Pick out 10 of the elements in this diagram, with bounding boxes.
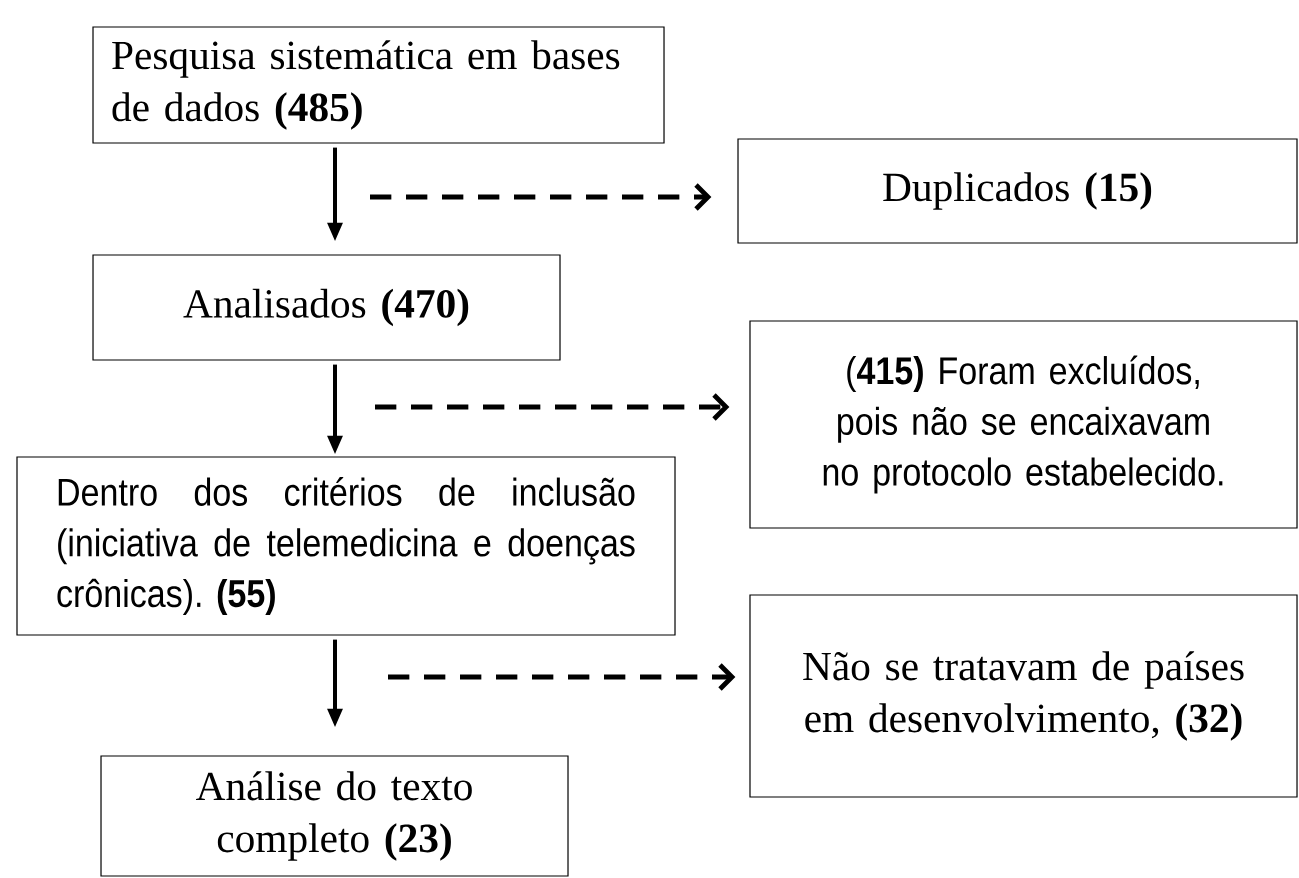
process-box: Duplicados (15) (737, 138, 1298, 244)
process-box: Dentro dos critérios de inclusão (iniciativa de telemedicina e doenças crônicas). (55) (16, 456, 676, 636)
arrow (375, 393, 730, 421)
process-box: Analisados (470) (92, 254, 561, 361)
arrow (388, 663, 736, 691)
process-box: (415) Foram excluídos, pois não se encaixavam no protocolo estabelecido. (749, 320, 1298, 529)
process-box: Não se tratavam de países em desenvolvimento, (32) (749, 594, 1298, 798)
process-box: Análise do texto completo (23) (100, 755, 569, 877)
arrow (370, 183, 712, 211)
process-box: Pesquisa sistemática em bases de dados (485) (92, 26, 665, 144)
